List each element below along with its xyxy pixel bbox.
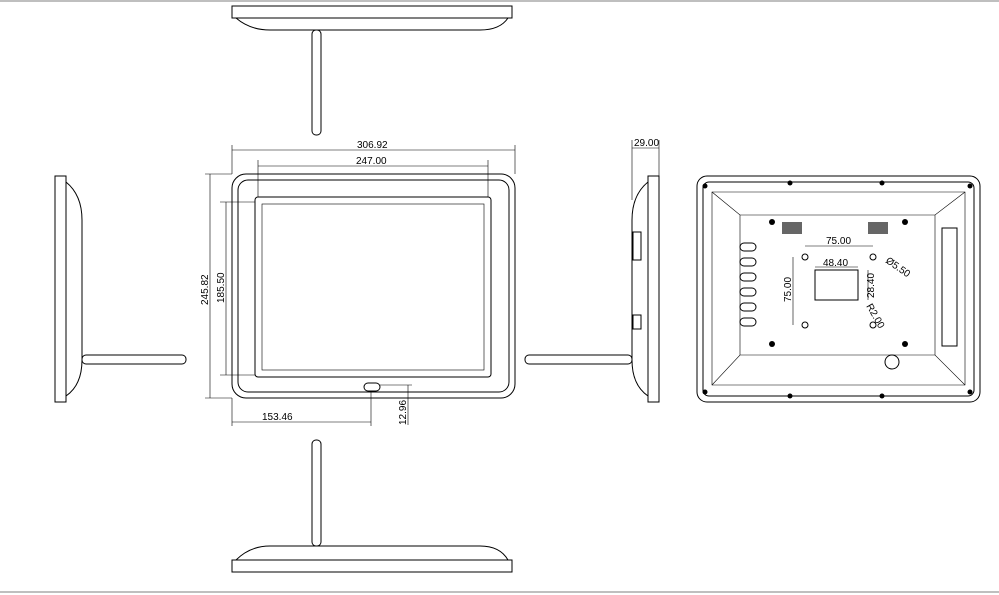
screen-height-label: 185.50 bbox=[216, 272, 227, 303]
label-width-label: 48.40 bbox=[823, 258, 848, 269]
corner-radius-label: R2.00 bbox=[863, 302, 886, 331]
hole-diameter-label: Ø5.50 bbox=[883, 255, 912, 280]
back-view bbox=[696, 175, 981, 403]
depth-label: 29.00 bbox=[634, 138, 659, 149]
button-offset-y-label: 12.96 bbox=[398, 400, 409, 425]
button-offset-x-label: 153.46 bbox=[262, 412, 293, 423]
right-side-view: 29.00 bbox=[524, 138, 660, 403]
vesa-vertical-label: 75.00 bbox=[783, 277, 794, 302]
power-button bbox=[363, 382, 381, 392]
label-height-label: 28.40 bbox=[866, 273, 877, 298]
screen-width-label: 247.00 bbox=[356, 156, 387, 167]
overall-width-label: 306.92 bbox=[357, 140, 388, 151]
vesa-horizontal-label: 75.00 bbox=[826, 236, 851, 247]
overall-height-label: 245.82 bbox=[200, 274, 211, 305]
front-view bbox=[205, 145, 516, 426]
bottom-view bbox=[231, 439, 513, 573]
left-side-view bbox=[54, 175, 187, 403]
top-view bbox=[231, 5, 513, 136]
